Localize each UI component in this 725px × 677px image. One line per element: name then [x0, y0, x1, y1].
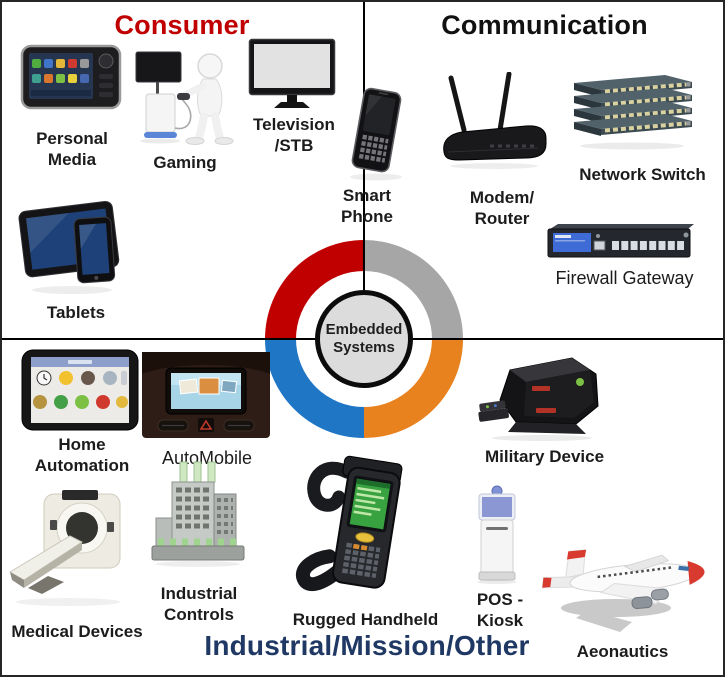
medical-devices-icon [8, 490, 128, 610]
network-switch-label: Network Switch [579, 165, 706, 184]
rugged-handheld-icon [294, 454, 442, 606]
pos-kiosk-label: POS - Kiosk [476, 590, 524, 630]
television-stb-label: Television /STB [253, 115, 335, 155]
smart-phone-icon [330, 86, 422, 182]
industrial-controls-label: Industrial Controls [160, 584, 238, 624]
tablets-icon [18, 190, 130, 296]
military-device-label: Military Device [484, 447, 605, 466]
modem-router-label: Modem/ Router [469, 188, 535, 228]
modem-router-icon [434, 71, 552, 172]
industrial-section-title: Industrial/Mission/Other [204, 630, 530, 661]
firewall-gateway-icon [540, 221, 698, 267]
smart-phone-label: Smart Phone [341, 186, 393, 226]
industrial-controls-icon [150, 460, 246, 570]
center-circle: Embedded Systems [315, 290, 413, 388]
automobile-icon [142, 352, 270, 438]
center-label: Embedded Systems [325, 321, 403, 356]
network-switch-icon [568, 73, 698, 152]
personal-media-icon [20, 44, 122, 114]
communication-section-title: Communication [441, 10, 648, 40]
gaming-icon [133, 48, 239, 148]
television-stb-icon [248, 38, 338, 110]
pos-kiosk-icon [470, 484, 524, 584]
aeonautics-icon [541, 540, 720, 636]
tablets-label: Tablets [46, 303, 106, 322]
aeonautics-label: Aeonautics [576, 642, 669, 661]
home-automation-label: Home Automation [34, 435, 130, 475]
gaming-label: Gaming [153, 153, 217, 172]
military-device-icon [476, 350, 608, 442]
personal-media-label: Personal Media [36, 129, 108, 169]
rugged-handheld-label: Rugged Handheld [292, 610, 439, 629]
home-automation-icon [20, 348, 140, 434]
vertical-divider-line [363, 2, 365, 340]
medical-devices-label: Medical Devices [11, 622, 143, 641]
consumer-section-title: Consumer [114, 10, 250, 40]
firewall-gateway-label: Firewall Gateway [555, 268, 694, 288]
